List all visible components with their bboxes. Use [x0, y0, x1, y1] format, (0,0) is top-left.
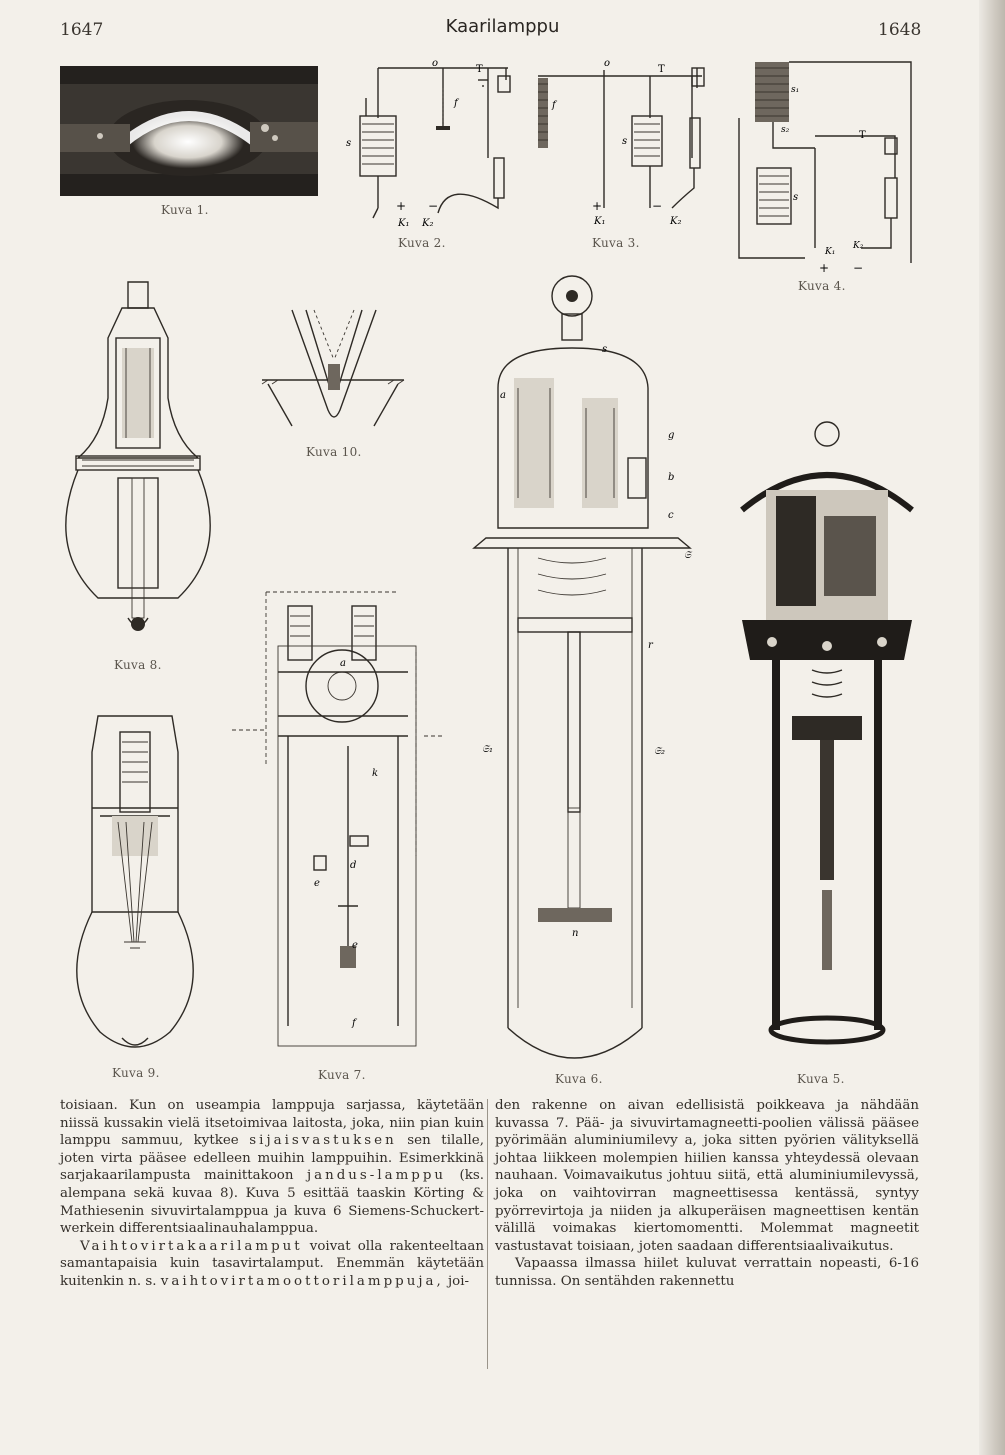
- fig6-label-a: a: [500, 390, 506, 401]
- figure-3-circuit: o T f s + − K₁ K₂: [538, 58, 705, 227]
- fig6-label-sm1: 𝔖₁: [482, 744, 493, 755]
- figure-5-lamp-photo: [740, 421, 914, 1045]
- fig6-label-sa: 𝔖: [684, 550, 693, 561]
- figure-4-caption: Kuva 4.: [798, 279, 846, 293]
- text-column-right: den rakenne on aivan edellisistä poikkea…: [495, 1097, 919, 1291]
- page-edge-shadow: [979, 0, 1005, 1455]
- text-column-left: toisiaan. Kun on useampia lamppuja sarja…: [60, 1097, 484, 1291]
- fig2-label-minus: −: [428, 199, 438, 213]
- figure-7-caption: Kuva 7.: [318, 1068, 366, 1082]
- fig4-label-t: T: [859, 130, 866, 141]
- figure-7-motor-lamp-diagram: a k d e e f: [232, 591, 444, 1047]
- figure-8-lamp-drawing: [65, 281, 211, 631]
- fig3-label-t: T: [658, 64, 665, 75]
- fig4-label-s2: s₂: [781, 125, 790, 135]
- figure-1-caption: Kuva 1.: [161, 203, 209, 217]
- figure-2-caption: Kuva 2.: [398, 236, 446, 250]
- column-divider: [487, 1099, 488, 1369]
- fig4-label-k2: K₂: [852, 241, 864, 251]
- fig3-label-minus: −: [652, 199, 662, 213]
- fig4-label-minus: −: [853, 261, 863, 275]
- figure-2-circuit: o T s f + − K₁ K₂: [346, 58, 511, 229]
- fig4-label-plus: +: [819, 261, 829, 275]
- figure-5-caption: Kuva 5.: [797, 1072, 845, 1086]
- figure-10-carbon-holders: [261, 309, 405, 427]
- fig3-label-f: f: [551, 100, 558, 111]
- fig6-label-s: s: [602, 344, 607, 355]
- fig4-label-k1: K₁: [824, 247, 835, 257]
- fig6-label-r: r: [648, 640, 654, 651]
- fig6-label-c: c: [668, 510, 674, 521]
- figure-3-caption: Kuva 3.: [592, 236, 640, 250]
- fig2-label-s: s: [346, 138, 351, 149]
- paragraph-right-1: den rakenne on aivan edellisistä poikkea…: [495, 1098, 919, 1254]
- figure-4-circuit: s₁ s₂ T s K₁ K₂ + −: [738, 61, 912, 275]
- fig6-label-b: b: [668, 472, 674, 483]
- fig3-label-k1: K₁: [593, 216, 605, 227]
- figure-8-caption: Kuva 8.: [114, 658, 162, 672]
- paragraph-right-2: Vapaassa ilmassa hiilet kuluvat verratta…: [495, 1256, 919, 1289]
- fig2-label-f: f: [453, 98, 460, 109]
- paragraph-left-1: toisiaan. Kun on useampia lamppuja sarja…: [60, 1098, 484, 1237]
- fig3-label-o: o: [604, 58, 610, 69]
- figure-6-caption: Kuva 6.: [555, 1072, 603, 1086]
- fig6-label-g: g: [668, 430, 674, 441]
- figure-6-differential-lamp: s a g b c 𝔖 r 𝔖₁ 𝔖₂ n: [472, 275, 693, 1059]
- fig7-label-d: d: [350, 860, 356, 871]
- fig4-label-s: s: [793, 192, 798, 203]
- fig2-label-k1: K₁: [397, 218, 409, 229]
- fig2-label-t: T: [476, 64, 483, 75]
- figure-1-arc-photo: [60, 66, 318, 196]
- fig6-label-sm2: 𝔖₂: [654, 746, 665, 757]
- figure-9-lamp-drawing: [76, 715, 194, 1048]
- fig2-label-k2: K₂: [421, 218, 433, 229]
- paragraph-left-2: Vaihtovirtakaarilamput voivat olla raken…: [60, 1238, 484, 1289]
- fig7-label-e: e: [314, 878, 320, 889]
- fig2-label-o: o: [432, 58, 438, 69]
- fig4-label-s1: s₁: [791, 85, 799, 95]
- figure-10-caption: Kuva 10.: [306, 445, 362, 459]
- fig7-label-f: f: [351, 1018, 358, 1029]
- page-number-left: 1647: [60, 20, 104, 40]
- fig7-label-e2: e: [352, 940, 358, 951]
- fig7-label-k: k: [372, 768, 378, 779]
- page-number-right: 1648: [878, 20, 922, 40]
- fig3-label-plus: +: [592, 199, 602, 213]
- fig3-label-k2: K₂: [669, 216, 681, 227]
- fig3-label-s: s: [622, 136, 627, 147]
- page-title: Kaarilamppu: [445, 16, 560, 37]
- figure-9-caption: Kuva 9.: [112, 1066, 160, 1080]
- fig7-label-a: a: [340, 658, 346, 669]
- fig6-label-n: n: [572, 928, 578, 939]
- fig2-label-plus: +: [396, 199, 406, 213]
